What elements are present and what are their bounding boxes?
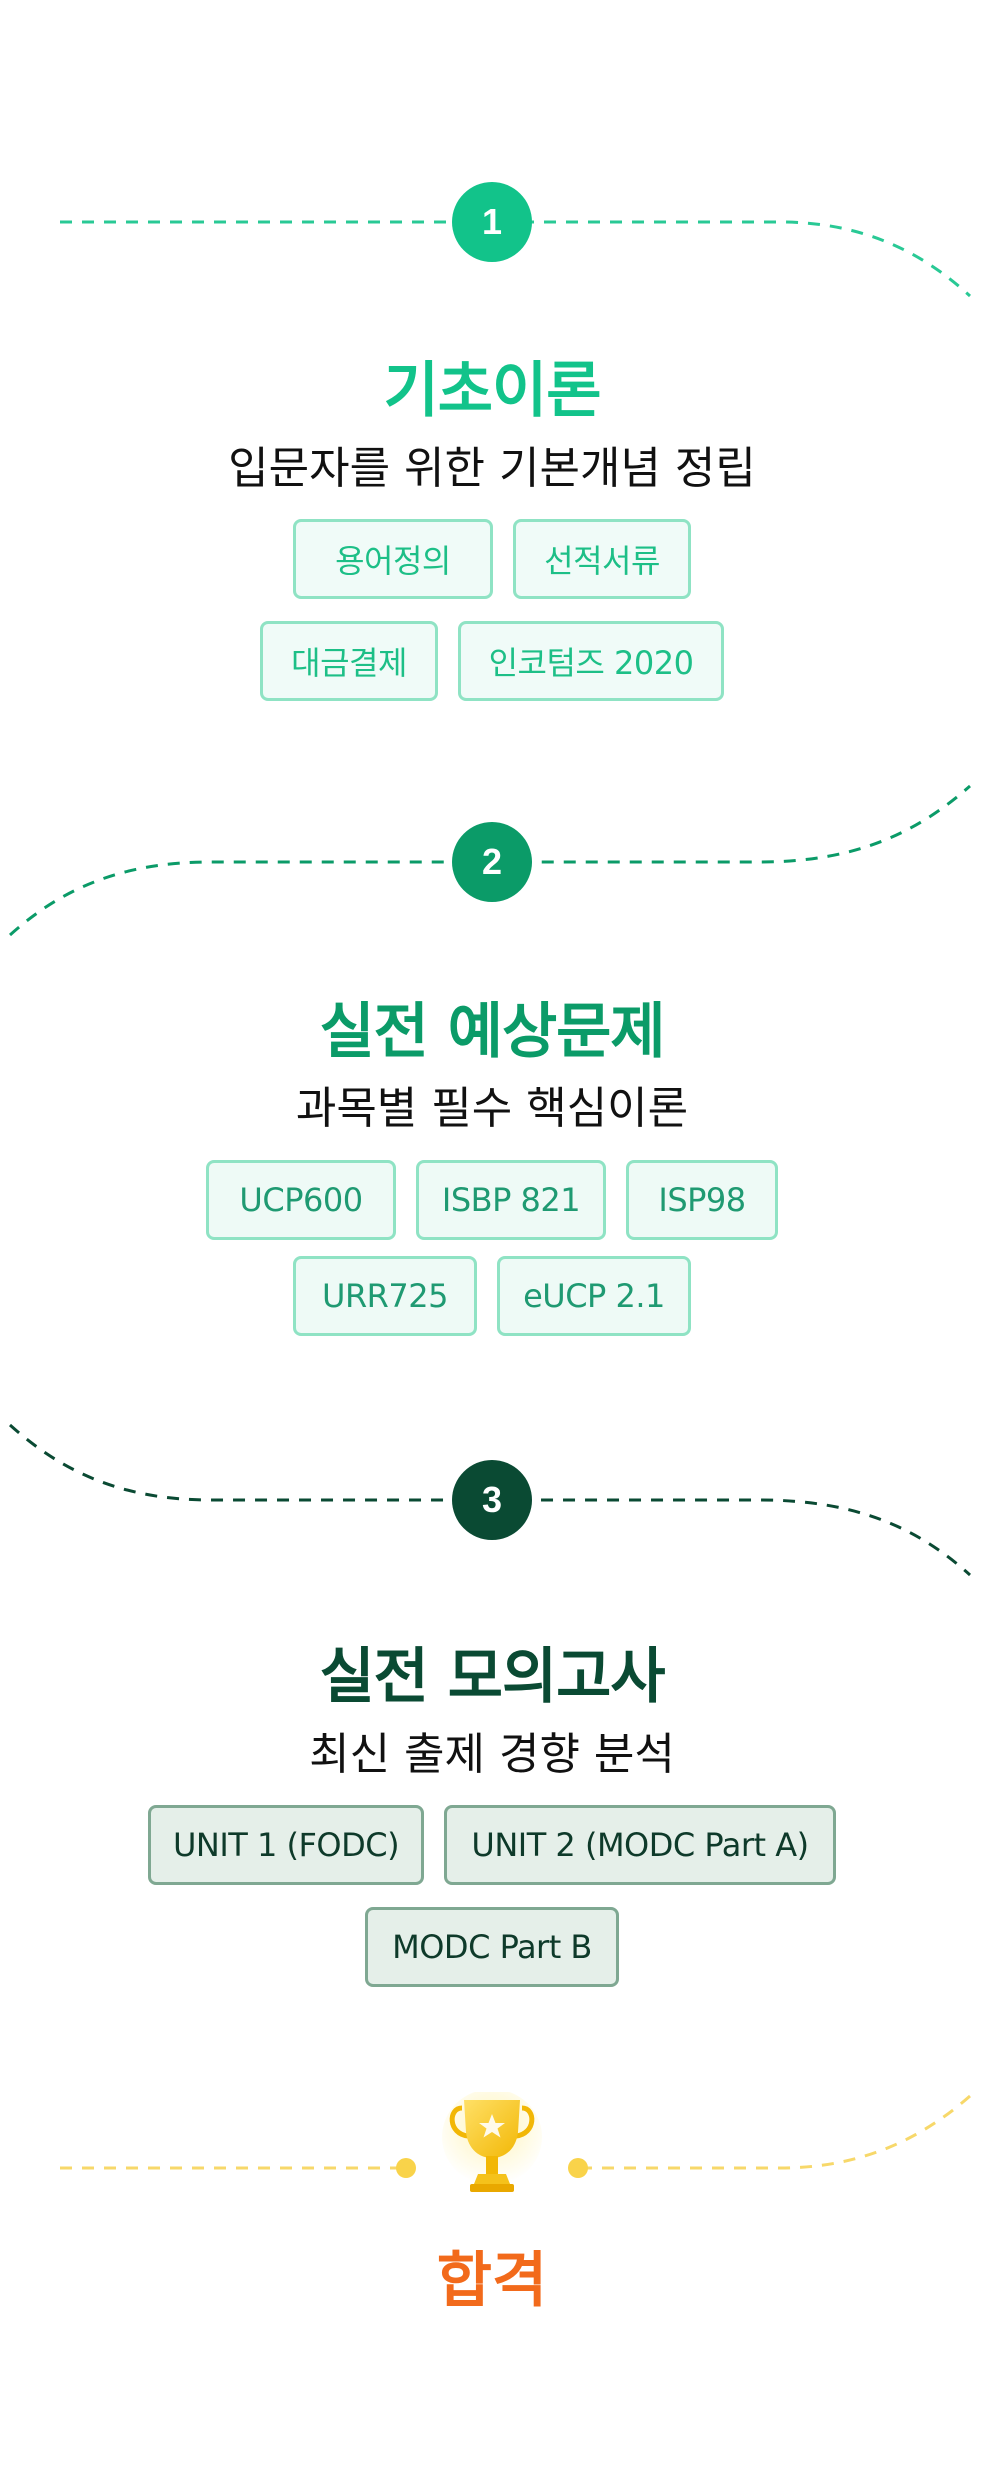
step1-number-badge: 1 (452, 182, 532, 262)
tag: 용어정의 (293, 519, 493, 599)
tag: UNIT 2 (MODC Part A) (444, 1805, 836, 1885)
tag: URR725 (293, 1256, 477, 1336)
tag: 선적서류 (513, 519, 691, 599)
goal-dot-right (568, 2158, 588, 2178)
step1-subtitle: 입문자를 위한 기본개념 정립 (228, 443, 756, 494)
step2-tag-row-1: UCP600 ISBP 821 ISP98 (0, 1160, 984, 1240)
goal-title: 합격 (436, 2246, 548, 2316)
tag: 대금결제 (260, 621, 438, 701)
step2-subtitle: 과목별 필수 핵심이론 (295, 1083, 689, 1134)
step1-title: 기초이론 (383, 356, 602, 426)
step1-tag-row-2: 대금결제 인코텀즈 2020 (0, 621, 984, 701)
step2-title: 실전 예상문제 (319, 997, 665, 1067)
step2-number-badge: 2 (452, 822, 532, 902)
tag: ISP98 (626, 1160, 778, 1240)
tag: 인코텀즈 2020 (458, 621, 724, 701)
step3-tag-row-2: MODC Part B (0, 1907, 984, 1987)
step3-tag-row-1: UNIT 1 (FODC) UNIT 2 (MODC Part A) (0, 1805, 984, 1885)
tag: MODC Part B (365, 1907, 619, 1987)
step3-subtitle: 최신 출제 경향 분석 (309, 1729, 675, 1780)
trophy-icon (442, 2092, 542, 2192)
tag: UNIT 1 (FODC) (148, 1805, 424, 1885)
tag: ISBP 821 (416, 1160, 606, 1240)
step3-number-badge: 3 (452, 1460, 532, 1540)
step2-tag-row-2: URR725 eUCP 2.1 (0, 1256, 984, 1336)
tag: eUCP 2.1 (497, 1256, 691, 1336)
tag: UCP600 (206, 1160, 396, 1240)
step1-tag-row-1: 용어정의 선적서류 (0, 519, 984, 599)
goal-dot-left (396, 2158, 416, 2178)
step3-title: 실전 모의고사 (319, 1642, 665, 1712)
